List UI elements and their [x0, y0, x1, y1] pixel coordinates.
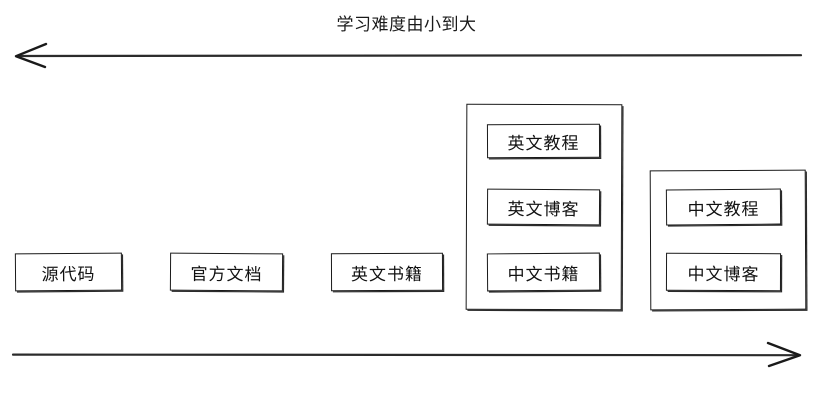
node-label: 英文博客 — [507, 199, 580, 220]
node-label: 中文教程 — [687, 199, 760, 220]
top-arrow-left — [14, 42, 803, 69]
node-box-english-blogs[interactable]: 英文博客 — [486, 188, 601, 226]
node-box-chinese-blogs[interactable]: 中文博客 — [665, 252, 782, 292]
node-label: 官方文档 — [190, 264, 263, 285]
node-label: 中文书籍 — [507, 264, 580, 285]
node-box-chinese-books[interactable]: 中文书籍 — [486, 252, 601, 292]
node-box-english-tutorials[interactable]: 英文教程 — [486, 123, 601, 159]
node-label: 英文教程 — [507, 133, 580, 154]
top-axis-label: 学习难度由小到大 — [336, 15, 477, 35]
bottom-arrow-right — [11, 341, 802, 368]
node-label: 中文博客 — [687, 264, 760, 285]
node-box-official-docs[interactable]: 官方文档 — [169, 252, 284, 292]
node-box-chinese-tutorials[interactable]: 中文教程 — [665, 188, 782, 226]
node-label: 英文书籍 — [350, 264, 424, 285]
node-box-source-code[interactable]: 源代码 — [14, 252, 123, 292]
node-label: 源代码 — [41, 264, 96, 285]
node-box-english-books[interactable]: 英文书籍 — [330, 252, 444, 292]
